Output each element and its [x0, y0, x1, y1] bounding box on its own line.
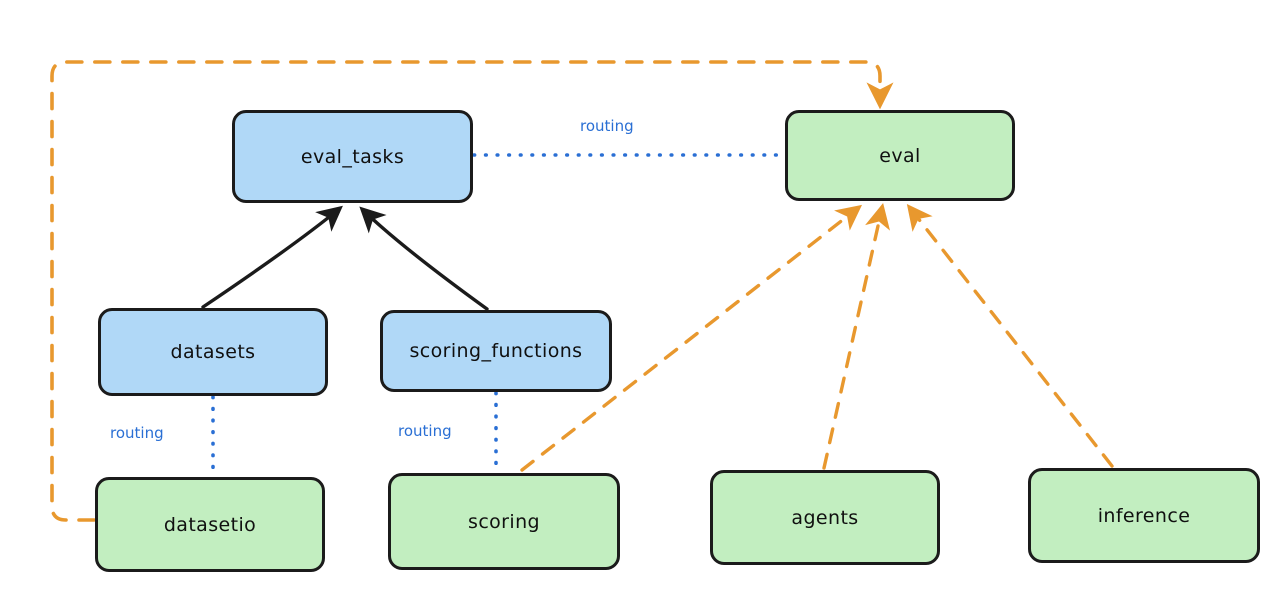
edge-inference-to-eval [906, 203, 1114, 468]
node-eval[interactable]: eval [785, 110, 1015, 201]
edge-agents-to-eval [822, 203, 891, 470]
node-scoring_functions[interactable]: scoring_functions [380, 310, 612, 392]
edge-label-routing-datasets: routing [110, 424, 164, 442]
edge-label-routing-scoring: routing [398, 422, 452, 440]
edge-scoring-functions-to-eval-tasks [359, 206, 489, 311]
edge-scoring-to-eval [520, 204, 863, 472]
node-label: agents [791, 506, 859, 529]
node-label: scoring [468, 510, 540, 533]
node-label: datasets [170, 341, 256, 363]
node-datasetio[interactable]: datasetio [95, 477, 325, 572]
node-label: eval [879, 144, 921, 167]
node-label: inference [1097, 504, 1191, 527]
node-agents[interactable]: agents [710, 470, 940, 565]
node-inference[interactable]: inference [1028, 468, 1260, 563]
node-datasets[interactable]: datasets [98, 308, 328, 396]
edge-datasetio-to-eval [50, 60, 894, 522]
node-scoring[interactable]: scoring [388, 473, 620, 570]
edge-datasets-to-eval-tasks [201, 205, 343, 309]
node-label: eval_tasks [300, 145, 405, 168]
node-label: datasetio [163, 513, 257, 536]
edge-label-routing-eval: routing [580, 117, 634, 135]
node-eval_tasks[interactable]: eval_tasks [232, 110, 473, 203]
node-label: scoring_functions [409, 340, 583, 362]
